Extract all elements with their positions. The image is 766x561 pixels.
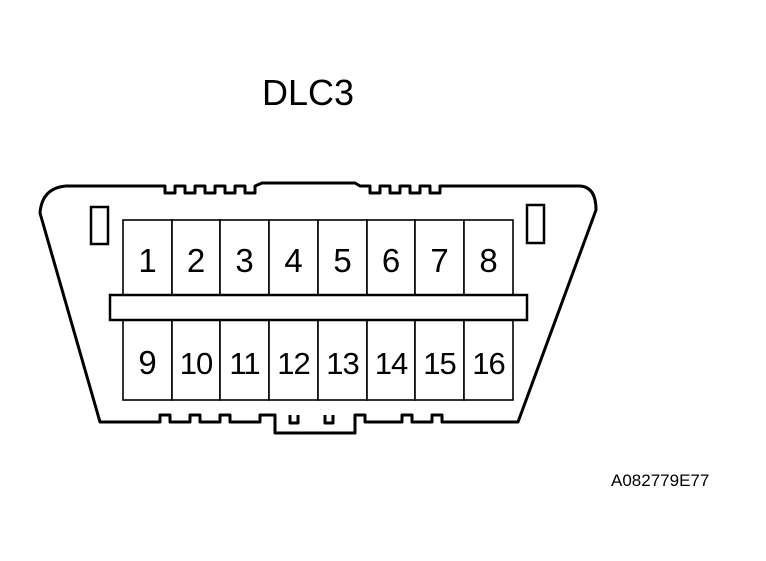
diagram-title: DLC3 — [262, 72, 354, 113]
pin-label-3: 3 — [235, 242, 253, 279]
pin-cell-9 — [122, 319, 173, 401]
pin-label-14: 14 — [375, 346, 408, 381]
left-latch-slot — [89, 205, 110, 246]
pin-label-6: 6 — [382, 242, 400, 279]
pin-label-1: 1 — [138, 242, 156, 279]
pin-cell-16 — [463, 319, 514, 401]
pin-label-5: 5 — [333, 242, 351, 279]
bottom-tab-notches — [288, 415, 335, 425]
pin-cell-13 — [317, 319, 368, 401]
pin-cell-8 — [463, 219, 514, 296]
center-separator-bar — [108, 293, 529, 322]
pin-label-2: 2 — [187, 242, 205, 279]
pin-cell-15 — [414, 319, 465, 401]
pin-label-8: 8 — [479, 242, 497, 279]
right-latch-slot — [525, 203, 546, 245]
pin-label-10: 10 — [180, 346, 213, 381]
pin-cell-11 — [219, 319, 270, 401]
pin-label-13: 13 — [326, 346, 358, 381]
pin-label-7: 7 — [430, 242, 448, 279]
bottom-pin-labels: 9 10 11 12 13 14 15 16 — [138, 344, 505, 381]
connector-outline — [38, 181, 598, 435]
pin-label-11: 11 — [229, 346, 259, 381]
pin-label-12: 12 — [277, 346, 309, 381]
pin-label-9: 9 — [138, 344, 156, 381]
pin-label-15: 15 — [423, 346, 455, 381]
figure-reference-code: A082779E77 — [611, 471, 709, 490]
bottom-pin-row — [122, 319, 514, 401]
pin-cell-10 — [171, 319, 221, 401]
pin-label-16: 16 — [472, 346, 504, 381]
pin-cell-2 — [171, 219, 221, 296]
pin-label-4: 4 — [284, 242, 302, 279]
top-pin-row — [122, 219, 514, 296]
